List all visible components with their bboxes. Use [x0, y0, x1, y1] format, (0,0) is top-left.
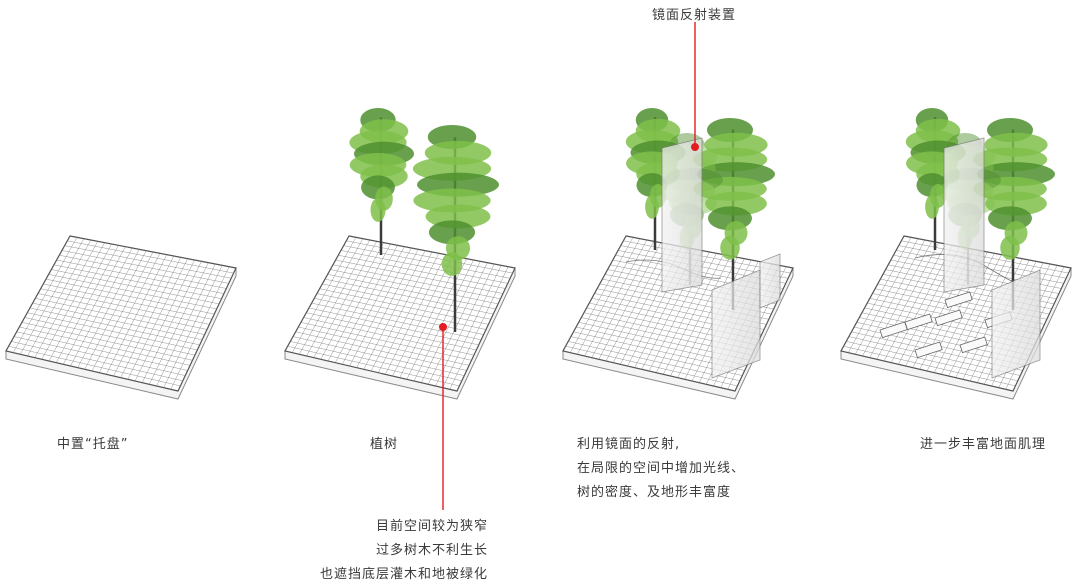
ground-texture-block — [934, 309, 963, 327]
caption-mirror-reflection: 利用镜面的反射, 在局限的空间中增加光线、 树的密度、及地形丰富度 — [577, 433, 745, 505]
caption-line: 进一步丰富地面肌理 — [920, 437, 1047, 452]
ground-texture-block — [959, 336, 988, 354]
mirror-panel — [661, 137, 703, 293]
tray-grid — [287, 237, 513, 390]
mirror-panel — [711, 269, 761, 379]
mirror-panel — [759, 253, 781, 309]
note-line: 过多树木不利生长 — [375, 543, 488, 558]
caption-ground-texture: 进一步丰富地面肌理 — [920, 433, 1046, 457]
tree — [412, 125, 499, 332]
caption-plant-trees: 植树 — [370, 433, 398, 457]
ground-texture-block — [904, 313, 933, 331]
caption-line: 在局限的空间中增加光线、 — [577, 461, 746, 476]
caption-line: 中置“托盘” — [57, 437, 129, 452]
tree-foliage — [441, 252, 463, 277]
note-line: 目前空间较为狭窄 — [375, 519, 488, 534]
tree-foliage — [370, 197, 386, 222]
tree-foliage — [925, 194, 939, 219]
tree-foliage — [645, 194, 659, 219]
caption-line: 树的密度、及地形丰富度 — [577, 485, 732, 500]
tree — [972, 118, 1055, 310]
space-note: 目前空间较为狭窄 过多树木不利生长 也遮挡底层灌木和地被绿化 — [320, 515, 488, 587]
caption-line: 利用镜面的反射, — [577, 437, 681, 452]
tree-foliage — [1000, 235, 1020, 260]
caption-line: 植树 — [370, 437, 399, 452]
callout-dot-space — [439, 323, 447, 331]
tray-surface — [5, 235, 237, 392]
tray-platform — [284, 235, 516, 400]
mirror-device-label: 镜面反射装置 — [652, 8, 737, 23]
caption-tray: 中置“托盘” — [57, 433, 128, 457]
ground-texture-block — [914, 341, 943, 359]
tray-surface — [284, 235, 516, 392]
tray-grid — [8, 237, 234, 390]
tray-platform — [5, 235, 237, 400]
tree-foliage — [720, 235, 740, 260]
tree — [349, 108, 414, 255]
ground-texture-block — [944, 291, 973, 309]
callout-dot-mirror — [691, 143, 699, 151]
mirror-panel — [991, 269, 1041, 379]
tree — [692, 118, 775, 310]
note-line: 也遮挡底层灌木和地被绿化 — [319, 567, 488, 582]
mirror-panel — [943, 137, 985, 293]
